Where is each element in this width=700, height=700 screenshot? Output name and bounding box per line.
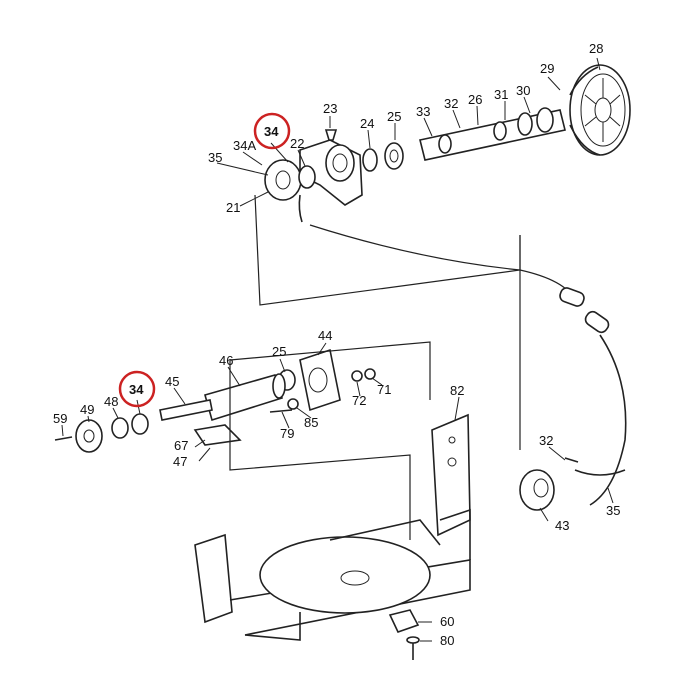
callout-28: 28 xyxy=(589,41,603,56)
chain-lower xyxy=(574,469,626,476)
callout-72: 72 xyxy=(352,393,366,408)
bracket-44 xyxy=(299,348,341,412)
callout-85: 85 xyxy=(304,415,318,430)
callout-21: 21 xyxy=(226,200,240,215)
callout-48: 48 xyxy=(104,394,118,409)
highlight-circle-lower xyxy=(118,370,156,408)
callout-34-highlighted: 34 xyxy=(264,124,279,139)
callout-71: 71 xyxy=(377,382,391,397)
callout-47: 47 xyxy=(173,454,187,469)
callout-23: 23 xyxy=(323,101,337,116)
callout-35: 35 xyxy=(208,150,222,165)
upper-bearing xyxy=(384,142,404,170)
gear-49 xyxy=(75,419,103,453)
grease-fitting xyxy=(324,129,338,141)
callout-79: 79 xyxy=(280,426,294,441)
upper-frame-outline xyxy=(254,194,521,306)
callout-35-lower: 35 xyxy=(606,503,620,518)
callout-32: 32 xyxy=(444,96,458,111)
plate-67 xyxy=(193,424,242,446)
callout-82: 82 xyxy=(450,383,464,398)
chain-path xyxy=(309,224,576,301)
callout-32-lower: 32 xyxy=(539,433,553,448)
upper-shaft xyxy=(419,107,566,161)
callout-60: 60 xyxy=(440,614,454,629)
upper-small-sprocket xyxy=(264,159,316,201)
bolt-79 xyxy=(269,409,293,413)
callout-25-lower: 25 xyxy=(272,344,286,359)
chain-stub xyxy=(298,194,303,223)
lower-frame-outline xyxy=(229,341,431,540)
callout-30: 30 xyxy=(516,83,530,98)
callout-45: 45 xyxy=(165,374,179,389)
callout-22: 22 xyxy=(290,136,304,151)
callout-67: 67 xyxy=(174,438,188,453)
washer-71 xyxy=(364,368,376,380)
callout-46: 46 xyxy=(219,353,233,368)
callout-43: 43 xyxy=(555,518,569,533)
callout-44: 44 xyxy=(318,328,332,343)
bearing-34-lower xyxy=(131,413,149,435)
callout-29: 29 xyxy=(540,61,554,76)
bolt-32 xyxy=(564,457,579,463)
washer-85 xyxy=(287,398,299,410)
nut-72 xyxy=(351,370,363,382)
callout-34-lower-highlighted: 34 xyxy=(129,382,144,397)
callout-25: 25 xyxy=(387,109,401,124)
callout-80: 80 xyxy=(440,633,454,648)
washer-48 xyxy=(111,417,129,439)
highlight-circle-upper xyxy=(253,112,291,150)
upper-seal xyxy=(362,148,378,172)
callout-26: 26 xyxy=(468,92,482,107)
shaft-45 xyxy=(159,399,213,421)
callout-24: 24 xyxy=(360,116,374,131)
callout-labels: 28 29 30 31 26 32 33 25 24 23 34 22 34A … xyxy=(53,41,620,648)
callout-34A: 34A xyxy=(233,138,256,153)
callout-59: 59 xyxy=(53,411,67,426)
callout-33: 33 xyxy=(416,104,430,119)
chain-links xyxy=(559,287,627,506)
callout-49: 49 xyxy=(80,402,94,417)
callout-31: 31 xyxy=(494,87,508,102)
lower-sprocket xyxy=(519,469,555,511)
clip-60 xyxy=(388,609,420,633)
pin-59 xyxy=(54,436,73,441)
large-sprocket xyxy=(569,64,631,156)
disk-plate xyxy=(259,519,441,614)
tube-46 xyxy=(204,373,286,422)
